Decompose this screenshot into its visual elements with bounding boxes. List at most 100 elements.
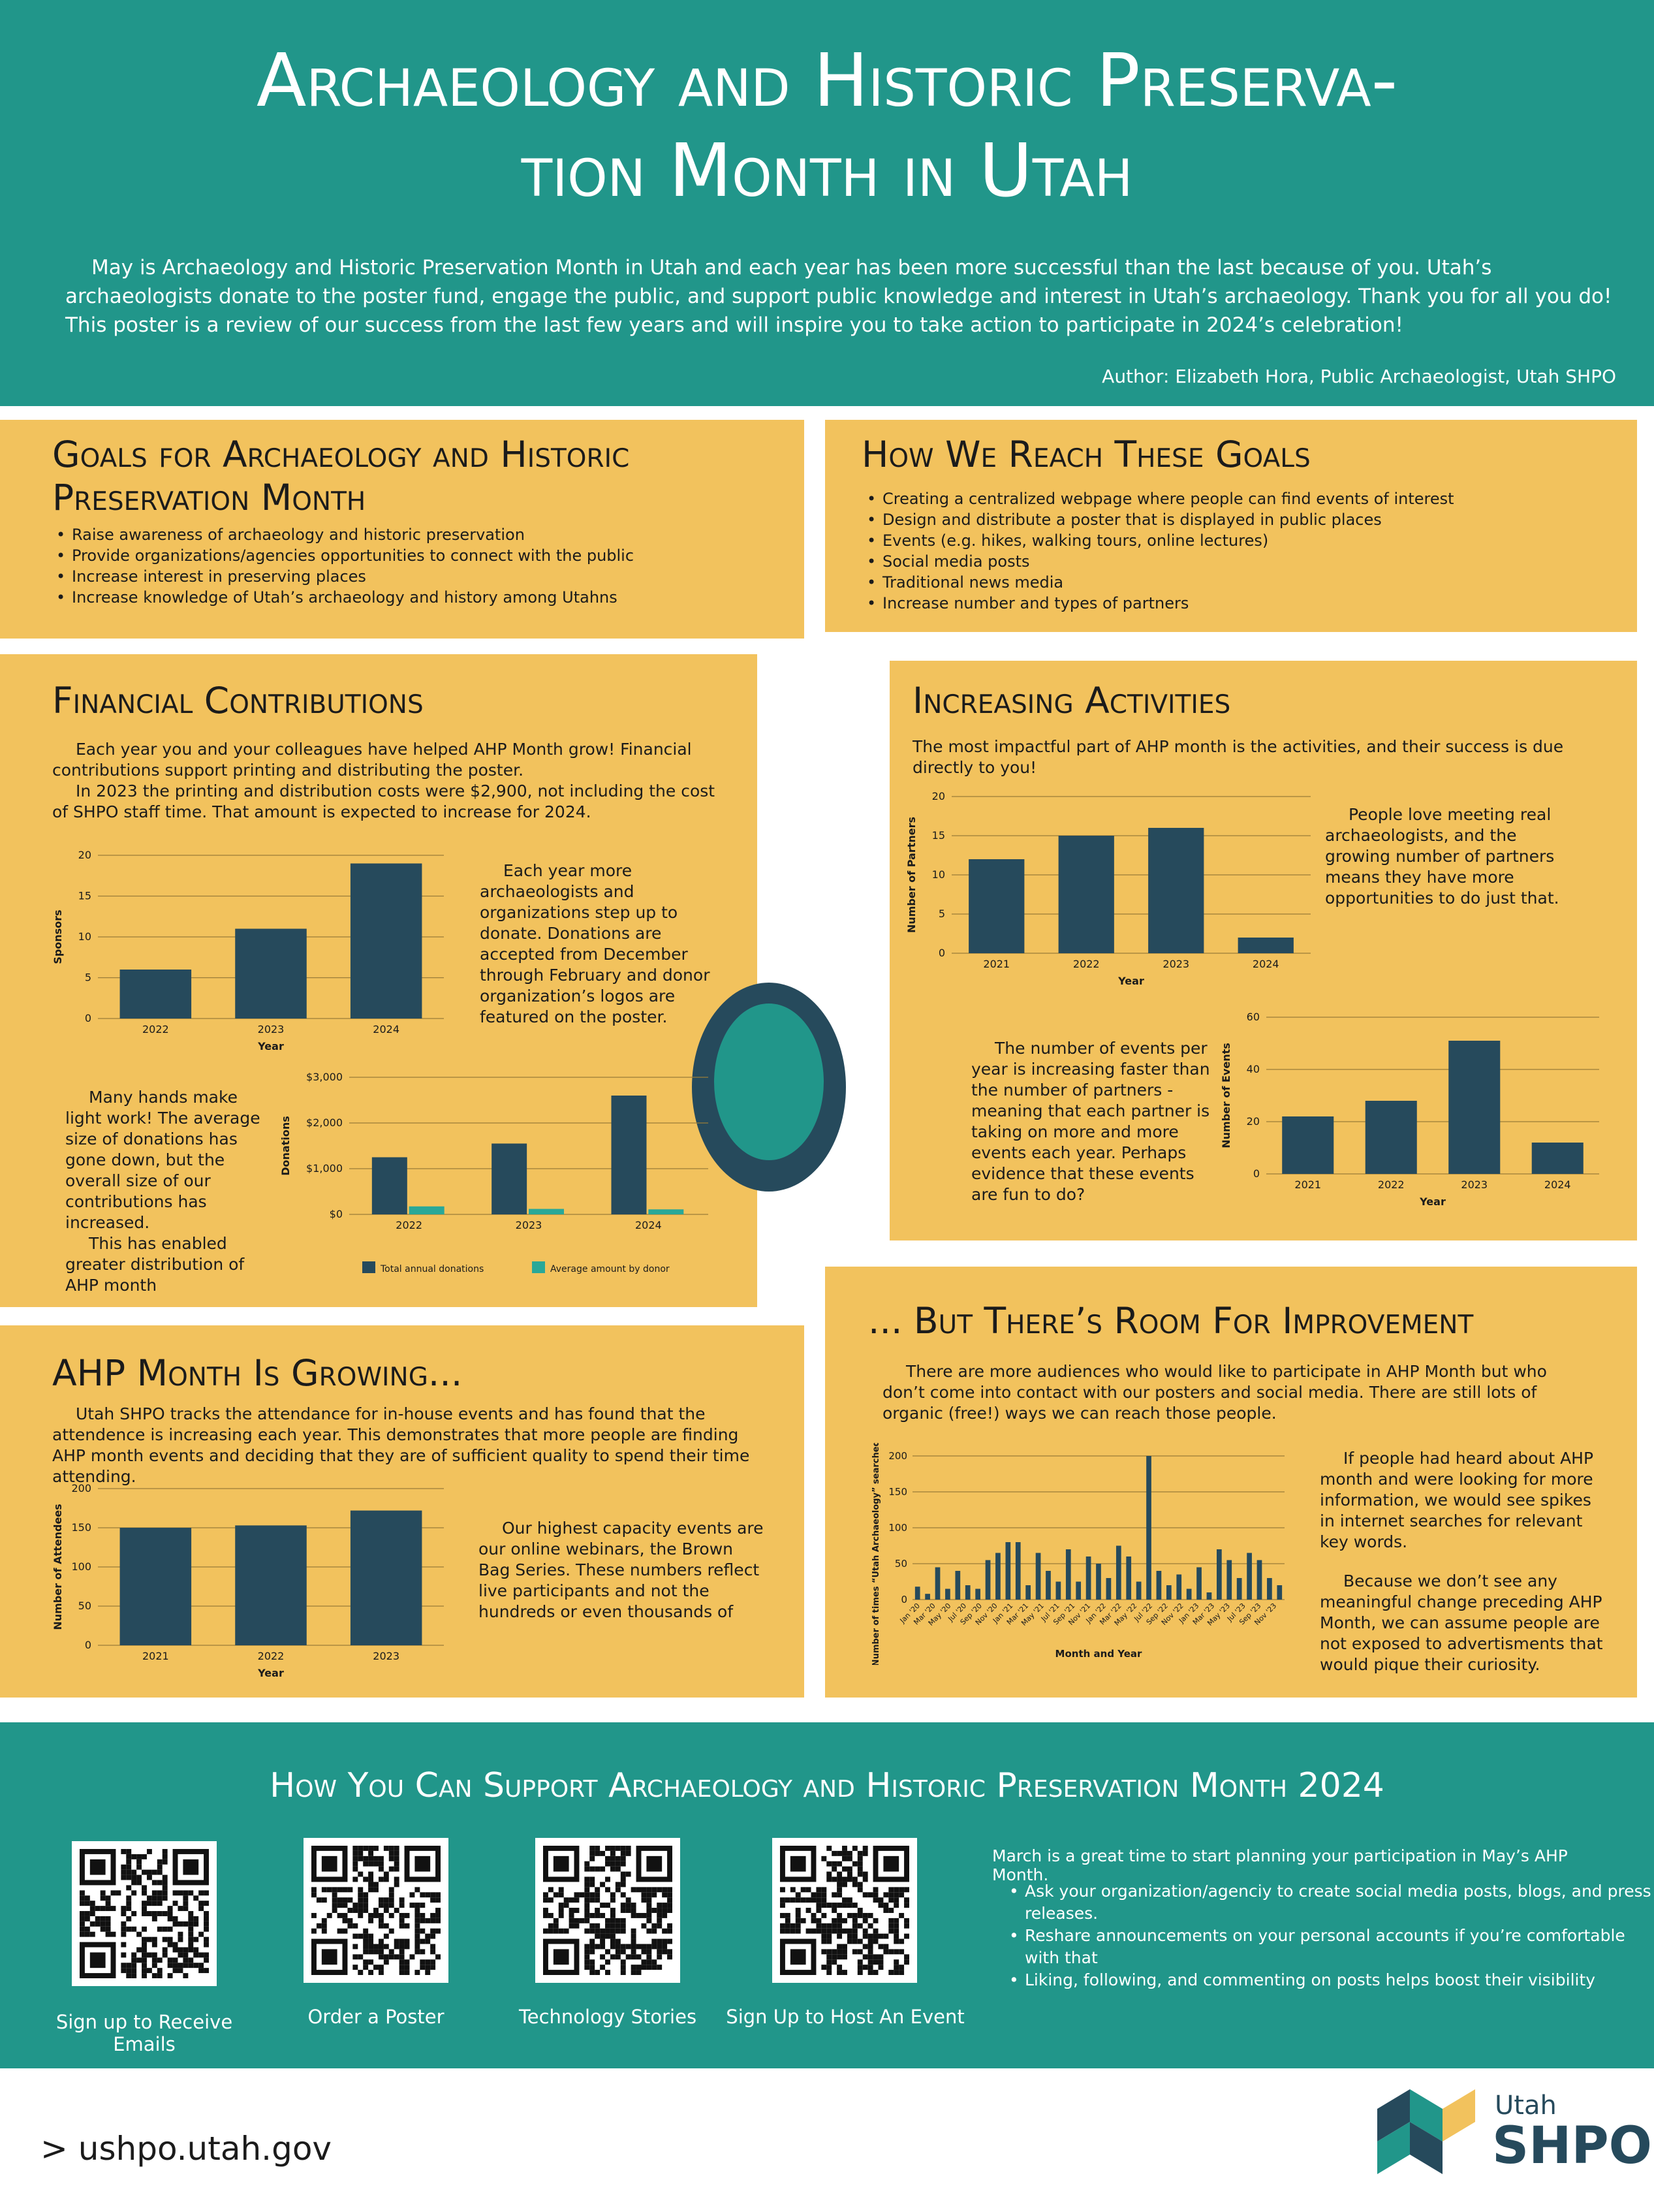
qr-code-technology[interactable] xyxy=(535,1838,680,1983)
qr-module xyxy=(146,1952,152,1958)
qr-module xyxy=(641,1965,647,1970)
qr-module xyxy=(595,1944,601,1950)
qr-module xyxy=(646,1954,652,1960)
qr-module xyxy=(388,1866,394,1872)
qr-module xyxy=(790,1923,796,1929)
qr-module xyxy=(894,1959,899,1965)
qr-module xyxy=(399,1912,405,1918)
qr-module xyxy=(615,1846,621,1851)
qr-module xyxy=(904,1903,909,1908)
qr-module xyxy=(615,1944,621,1950)
qr-module xyxy=(646,1944,652,1950)
qr-module xyxy=(388,1949,394,1955)
logo-small-text: Utah xyxy=(1495,2091,1557,2121)
qr-module xyxy=(610,1923,616,1929)
qr-module xyxy=(347,1897,353,1903)
growing-text: Utah SHPO tracks the attendance for in-h… xyxy=(52,1404,750,1486)
qr-module xyxy=(358,1871,364,1877)
qr-module xyxy=(826,1949,832,1955)
qr-module xyxy=(816,1892,822,1898)
qr-module xyxy=(657,1954,663,1960)
qr-module xyxy=(904,1918,909,1923)
qr-module xyxy=(394,1861,399,1867)
qr-module xyxy=(574,1908,580,1913)
qr-module xyxy=(805,1897,811,1903)
qr-module xyxy=(430,1965,436,1970)
qr-finder-core xyxy=(646,1856,663,1872)
qr-module xyxy=(126,1901,132,1906)
qr-module xyxy=(162,1952,168,1958)
bar xyxy=(492,1143,527,1214)
qr-module xyxy=(183,1901,189,1906)
qr-module xyxy=(657,1908,663,1913)
qr-module xyxy=(662,1928,668,1934)
qr-module xyxy=(157,1968,163,1974)
qr-label-poster[interactable]: Order a Poster xyxy=(307,2006,445,2028)
y-tick-label: $2,000 xyxy=(306,1116,343,1129)
qr-module xyxy=(342,1903,348,1908)
qr-module xyxy=(904,1933,909,1939)
qr-module xyxy=(873,1892,879,1898)
qr-module xyxy=(795,1908,801,1913)
qr-module xyxy=(821,1949,827,1955)
qr-module xyxy=(378,1944,384,1950)
qr-module xyxy=(837,1918,843,1923)
qr-code-host-event[interactable] xyxy=(772,1838,917,1983)
qr-module xyxy=(151,1952,157,1958)
bar xyxy=(1035,1553,1041,1600)
qr-module xyxy=(878,1897,884,1903)
qr-module xyxy=(136,1864,142,1870)
qr-module xyxy=(605,1949,610,1955)
qr-module xyxy=(157,1911,163,1916)
y-tick-label: $3,000 xyxy=(306,1071,343,1083)
qr-module xyxy=(605,1928,610,1934)
qr-module xyxy=(615,1954,621,1960)
qr-module xyxy=(867,1923,873,1929)
qr-module xyxy=(100,1921,106,1927)
qr-module xyxy=(847,1938,852,1944)
qr-module xyxy=(146,1936,152,1942)
qr-module xyxy=(121,1952,127,1958)
bar xyxy=(1146,1456,1151,1600)
bar xyxy=(1176,1574,1182,1600)
qr-label-technology[interactable]: Technology Stories xyxy=(518,2006,697,2028)
qr-module xyxy=(610,1846,616,1851)
qr-module xyxy=(641,1949,647,1955)
qr-module xyxy=(790,1897,796,1903)
bar xyxy=(1015,1542,1021,1600)
y-tick-label: 0 xyxy=(939,947,945,959)
qr-code-poster[interactable] xyxy=(304,1838,448,1983)
qr-module xyxy=(378,1949,384,1955)
qr-module xyxy=(358,1933,364,1939)
financial-title: Financial Contributions xyxy=(52,680,424,721)
bar xyxy=(1148,828,1204,953)
qr-module xyxy=(198,1963,204,1968)
qr-module xyxy=(625,1908,631,1913)
qr-module xyxy=(142,1869,147,1875)
y-tick-label: 60 xyxy=(1247,1011,1260,1023)
qr-module xyxy=(625,1846,631,1851)
website-link[interactable]: > ushpo.utah.gov xyxy=(40,2130,332,2168)
support-title: How You Can Support Archaeology and Hist… xyxy=(270,1766,1384,1805)
qr-module xyxy=(888,1918,894,1923)
qr-module xyxy=(368,1933,374,1939)
qr-module xyxy=(625,1897,631,1903)
qr-label-emails[interactable]: Sign up to Receive Emails xyxy=(55,2011,233,2055)
goals-list: Raise awareness of archaeology and histo… xyxy=(52,524,790,608)
qr-module xyxy=(394,1882,399,1888)
qr-code-emails[interactable] xyxy=(72,1841,217,1986)
qr-module xyxy=(383,1846,389,1851)
qr-module xyxy=(842,1918,847,1923)
qr-module xyxy=(620,1850,626,1856)
qr-module xyxy=(857,1938,863,1944)
qr-module xyxy=(151,1895,157,1901)
qr-module xyxy=(867,1933,873,1939)
qr-label-host-event[interactable]: Sign Up to Host An Event xyxy=(726,2006,965,2028)
qr-module xyxy=(595,1923,601,1929)
improvement-side-text: If people had heard about AHP month and … xyxy=(1320,1449,1603,1674)
qr-module xyxy=(862,1965,868,1970)
bar xyxy=(409,1206,445,1214)
qr-module xyxy=(904,1887,909,1893)
qr-module xyxy=(811,1912,817,1918)
bar xyxy=(1076,1581,1082,1600)
